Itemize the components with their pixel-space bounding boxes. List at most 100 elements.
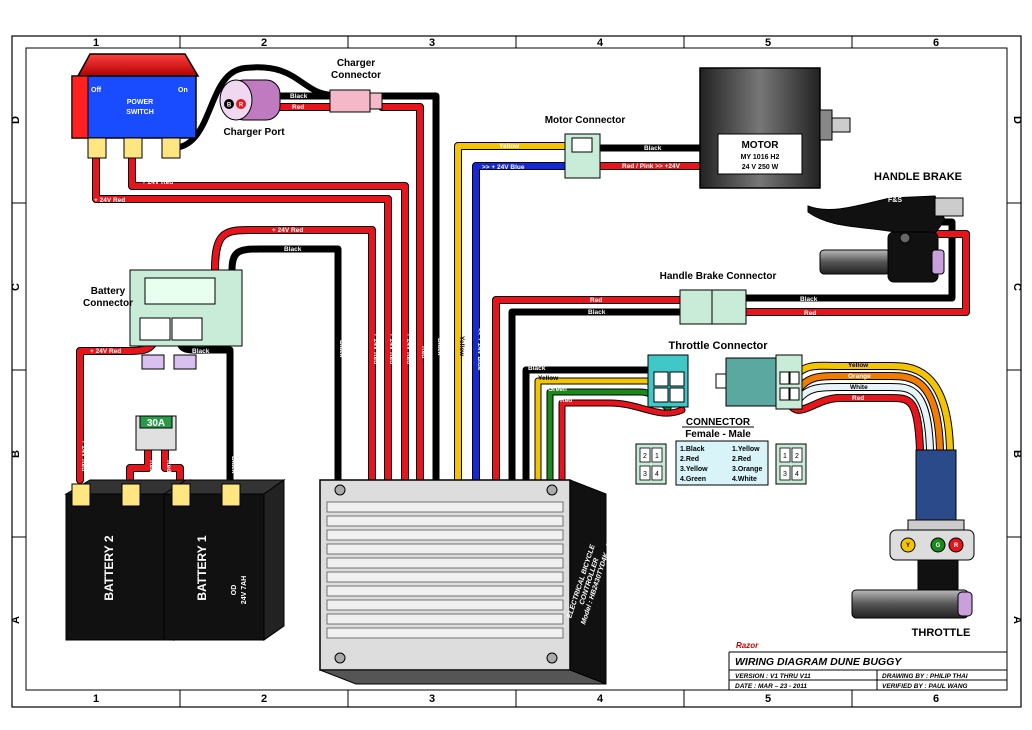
battery-black-main [228,245,342,484]
legend-female-4: 4.Green [680,476,706,483]
razor-logo: Razor [736,641,759,650]
male-pin-1: 1 [783,453,787,460]
switch-off-label: Off [91,87,102,94]
label-red-pink-motor: Red / Pink >> +24V [622,163,681,170]
label-black-brake-lever: Black [800,296,818,303]
connector-legend-title: CONNECTOR [686,417,751,428]
handle-brake-connector-label: Handle Brake Connector [660,271,777,282]
motor[interactable]: MOTOR MY 1016 H2 24 V 250 W [699,67,851,189]
label-red-brake-ctrl: Red [590,297,602,304]
label-yellow-vert-motor: Yellow [458,336,465,357]
label-black-throttle: Black [528,365,546,372]
charger-black-wire [167,64,338,152]
label-24v-red-vert-batt2: + 24V Red [80,440,87,471]
battery-1-spec2: 24V 7AH [241,576,248,604]
label-black-vert-charger: Black [436,338,443,356]
motor-title: MOTOR [741,140,779,151]
column-label-6-bottom: 6 [933,693,939,705]
switch-label-line2: SWITCH [126,109,154,116]
legend-female-3: 3.Yellow [680,466,708,473]
charger-port[interactable]: B R Charger Port [219,79,285,138]
battery-red-main [211,226,376,484]
charger-connector[interactable]: Charger Connector [329,58,383,113]
motor-connector-label: Motor Connector [545,115,626,126]
drawing-frame: 1 2 3 4 5 6 1 2 3 4 5 6 D C B A D C B A [10,35,1023,708]
battery-1-spec1: OD [231,585,238,596]
handle-brake-connector[interactable]: Handle Brake Connector [660,271,777,325]
throttle-connector[interactable]: Throttle Connector [647,340,803,410]
battery-connector[interactable]: Battery Connector [83,269,243,370]
battery-2-label: BATTERY 2 [102,535,116,600]
label-green-throttle: Green [548,386,567,393]
row-label-c-left: C [10,283,22,291]
label-orange-grip: Orange [848,373,871,380]
charger-port-r: R [239,103,244,109]
row-label-a-right: A [1011,616,1023,624]
column-label-5-bottom: 5 [765,693,771,705]
throttle[interactable]: Y G R THROTTLE [851,449,975,639]
throttle-connector-label: Throttle Connector [669,340,769,352]
title-block-title: WIRING DIAGRAM DUNE BUGGY [735,656,902,668]
label-black-vert-batt1: Black [230,456,237,474]
controller-fins [326,501,564,639]
battery-connector-label-1: Battery [91,286,126,297]
title-block-drawing-by: DRAWING BY : PHILIP THAI [882,673,968,680]
legend-female-2: 2.Red [680,456,699,463]
column-label-1-top: 1 [93,37,99,49]
column-label-3-bottom: 3 [429,693,435,705]
label-24v-red-batt2: + 24V Red [90,348,121,355]
label-24v-red-battery: + 24V Red [272,227,303,234]
battery-1-label: BATTERY 1 [195,535,209,600]
label-24v-red-vert-1: + 24V Red [372,333,379,364]
label-red-fuse-right: Red [165,460,172,472]
motor-model: MY 1016 H2 [741,154,780,161]
label-red-vert-charger: Red [420,346,427,358]
row-label-a-left: A [10,616,22,624]
throttle-y-led: Y [906,543,910,549]
label-black-vert-ctrl: Black [338,340,345,358]
legend-male-2: 2.Red [732,456,751,463]
male-pin-3: 3 [783,471,787,478]
row-label-d-left: D [10,116,22,124]
label-black-battery: Black [284,246,302,253]
switch-terminal-2 [123,137,143,159]
wire-labels: + 24V Red + 24V Red Black Red + 24V Red … [80,93,871,474]
column-label-4-top: 4 [597,37,604,49]
throttle-label: THROTTLE [912,627,971,639]
label-red-brake-lever: Red [804,310,816,317]
label-black-batt1: Black [192,348,210,355]
charger-connector-label-1: Charger [337,58,375,69]
label-red-grip: Red [852,395,864,402]
motor-connector[interactable]: Motor Connector [545,115,626,179]
legend-male-3: 3.Orange [732,466,762,473]
title-block-version: VERSION : V1 THRU V11 [735,673,811,680]
label-charger-red: Red [292,104,304,111]
motor-spec: 24 V 250 W [742,164,779,171]
handle-brake[interactable]: HANDLE BRAKE F&S [807,171,964,283]
label-charger-black: Black [290,93,308,100]
switch-terminal-1 [87,137,107,159]
label-24v-red-vert-2: + 24V Red [388,333,395,364]
female-pin-1: 1 [655,453,659,460]
label-24v-red-switch-inner: + 24V Red [142,179,173,186]
charger-to-controller-black [378,92,440,484]
female-pin-4: 4 [655,471,659,478]
switch-terminal-3 [161,137,181,159]
switch-on-label: On [178,87,188,94]
label-black-switch: Black [208,124,215,142]
switch-label-line1: POWER [127,99,153,106]
throttle-r-led: R [954,543,959,549]
fuse-30a[interactable]: 30A [135,415,177,451]
charger-connector-label-2: Connector [331,70,381,81]
column-label-5-top: 5 [765,37,771,49]
throttle-g-led: G [936,543,941,549]
power-switch[interactable]: Off On POWER SWITCH [71,53,200,159]
label-24v-red-vert-3: + 24V Red [405,333,412,364]
label-24v-blue-vert: << + 24V Blue [476,328,483,371]
female-pin-2: 2 [643,453,647,460]
row-label-c-right: C [1011,283,1023,291]
title-block: Razor WIRING DIAGRAM DUNE BUGGY VERSION … [728,641,1007,690]
title-block-date: DATE : MAR – 23 - 2011 [735,683,807,690]
title-block-verified-by: VERIFIED BY : PAUL WANG [882,683,968,690]
